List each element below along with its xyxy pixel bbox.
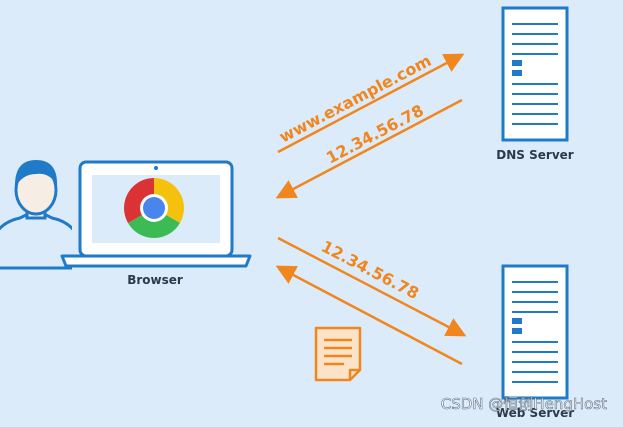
dns-server-icon xyxy=(501,6,569,142)
dns-server-label: DNS Server xyxy=(496,148,573,162)
browser-label: Browser xyxy=(127,273,183,287)
dns-response-arrow xyxy=(275,98,463,199)
web-request-label: 12.34.56.78 xyxy=(318,237,422,303)
web-response-arrow xyxy=(275,265,463,366)
web-server-icon xyxy=(501,264,569,400)
chrome-logo-icon xyxy=(124,178,184,238)
user-icon xyxy=(0,160,72,270)
web-server-label: Web Server xyxy=(496,406,574,420)
dns-request-arrow xyxy=(277,53,465,154)
web-request-arrow xyxy=(277,236,467,337)
document-icon xyxy=(314,326,362,382)
watermark-text: CSDN @恒创HengHost xyxy=(441,395,607,413)
dns-request-label: www.example.com xyxy=(276,51,434,147)
